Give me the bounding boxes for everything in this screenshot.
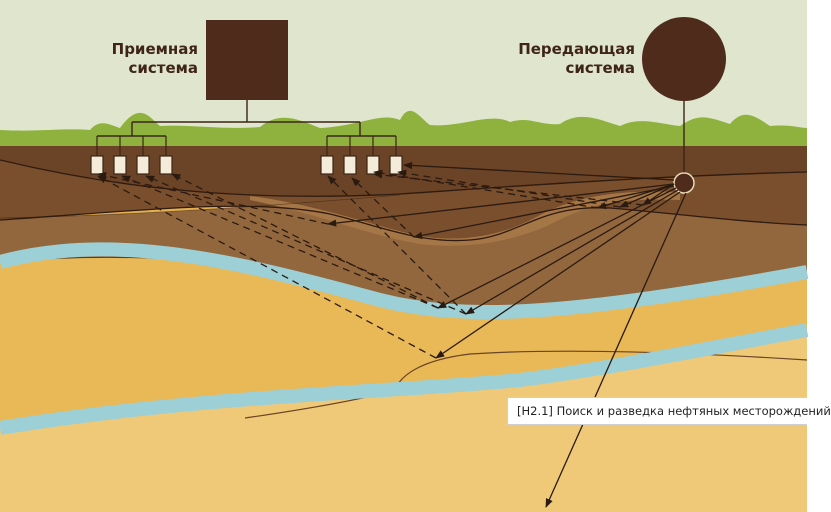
- receiver-label: Приемная система: [60, 40, 198, 78]
- ray: [327, 183, 675, 227]
- geophone: [389, 155, 403, 175]
- transmitting-station: [642, 17, 726, 101]
- seismic-source: [673, 172, 695, 194]
- figure-caption: [H2.1] Поиск и разведка нефтяных месторо…: [507, 397, 831, 425]
- boundary-topsoil: [0, 159, 808, 197]
- geophone: [159, 155, 173, 175]
- receiver-label-line1: Приемная: [111, 40, 198, 58]
- diagram-canvas: [0, 0, 809, 512]
- ray: [403, 161, 675, 181]
- geophone: [113, 155, 127, 175]
- boundary-subsoil: [0, 205, 808, 242]
- ray: [437, 187, 677, 309]
- transmitter-label-line2: система: [565, 59, 635, 77]
- ray: [465, 189, 679, 315]
- geophone-drops: [96, 136, 397, 156]
- transmitter-label-line1: Передающая: [518, 40, 635, 58]
- ray: [97, 175, 437, 359]
- ray: [545, 192, 687, 508]
- ray: [373, 171, 644, 206]
- transmitter-label: Передающая система: [480, 40, 635, 78]
- geophone: [366, 155, 380, 175]
- ray: [351, 177, 415, 238]
- geophone: [343, 155, 357, 175]
- reflected-rays: [97, 169, 644, 359]
- ray: [145, 175, 467, 315]
- ray: [435, 191, 681, 359]
- receiving-station: [206, 20, 288, 100]
- ray: [171, 173, 439, 309]
- geophones: [90, 155, 403, 175]
- lens-layer: [250, 191, 680, 246]
- ray: [373, 169, 599, 209]
- geophone: [136, 155, 150, 175]
- geophone: [320, 155, 334, 175]
- ray: [413, 185, 675, 239]
- grass-strip: [0, 110, 807, 146]
- geophone: [90, 155, 104, 175]
- receiver-label-line2: система: [128, 59, 198, 77]
- sand-lower-layer: [0, 249, 807, 428]
- ray: [327, 175, 467, 315]
- water-stratum-upper: [0, 242, 809, 320]
- water-stratum-lower: [0, 323, 809, 435]
- incident-rays: [327, 161, 687, 508]
- ray: [121, 175, 439, 309]
